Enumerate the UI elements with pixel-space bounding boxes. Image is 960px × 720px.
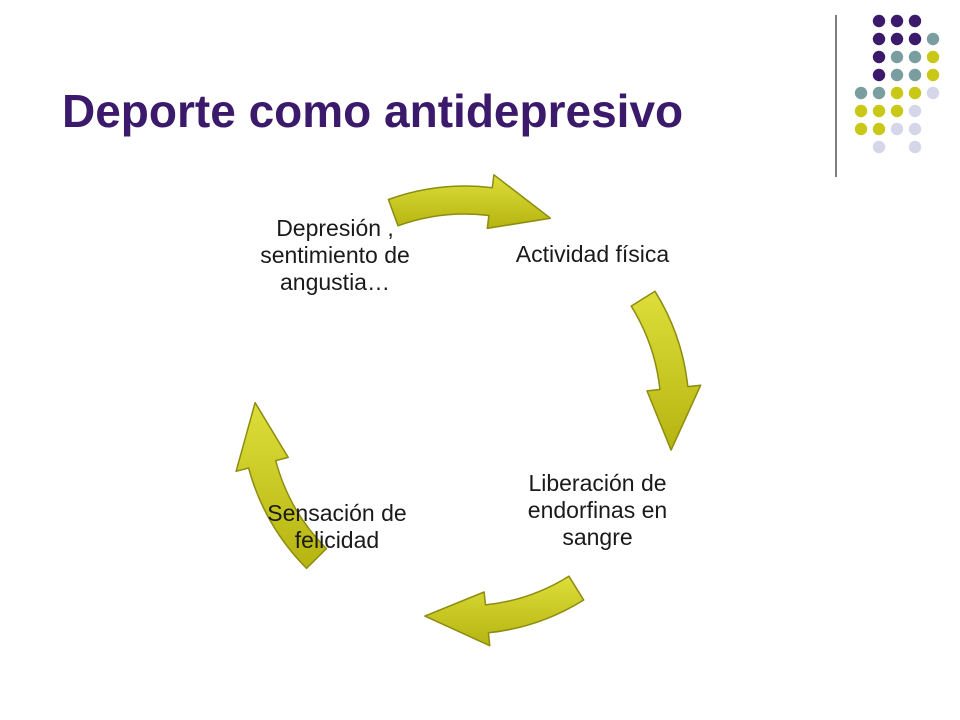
decor-dot	[890, 68, 904, 82]
arrow-to-liberacion-icon	[630, 290, 702, 451]
decor-dot	[872, 68, 886, 82]
decor-dot	[908, 86, 922, 100]
decor-dot	[890, 122, 904, 136]
decor-dot	[854, 122, 868, 136]
decor-dot	[926, 32, 940, 46]
decor-dot	[854, 104, 868, 118]
decor-dot	[926, 68, 940, 82]
decor-dot	[890, 32, 904, 46]
decor-dot	[890, 86, 904, 100]
decor-dot	[908, 14, 922, 28]
decor-dot	[872, 140, 886, 154]
cycle-node-liberacion: Liberación de endorfinas en sangre	[527, 470, 668, 550]
cycle-node-actividad: Actividad física	[515, 241, 670, 267]
decor-dot	[872, 104, 886, 118]
vertical-divider	[835, 15, 837, 177]
decor-dot	[872, 32, 886, 46]
decor-dot	[854, 86, 868, 100]
decor-dot	[908, 104, 922, 118]
decor-dot	[926, 50, 940, 64]
dot-grid-icon	[854, 14, 940, 154]
decor-dot	[872, 50, 886, 64]
cycle-node-sensacion: Sensación de felicidad	[267, 500, 407, 553]
decor-dot	[926, 86, 940, 100]
slide-title: Deporte como antidepresivo	[62, 85, 684, 137]
arrow-to-depresion-icon	[235, 401, 328, 570]
decor-dot	[908, 32, 922, 46]
arrow-to-actividad-icon	[387, 174, 552, 230]
arrow-to-sensacion-icon	[424, 575, 585, 647]
decor-dot	[908, 50, 922, 64]
decor-dot	[890, 50, 904, 64]
decor-dot	[872, 122, 886, 136]
decor-dot	[890, 14, 904, 28]
decor-dot	[890, 104, 904, 118]
decor-dot	[908, 140, 922, 154]
cycle-node-depresion: Depresión , sentimiento de angustia…	[260, 215, 410, 295]
decor-dot	[908, 68, 922, 82]
decor-dot	[908, 122, 922, 136]
decor-dot	[872, 14, 886, 28]
decor-dot	[872, 86, 886, 100]
